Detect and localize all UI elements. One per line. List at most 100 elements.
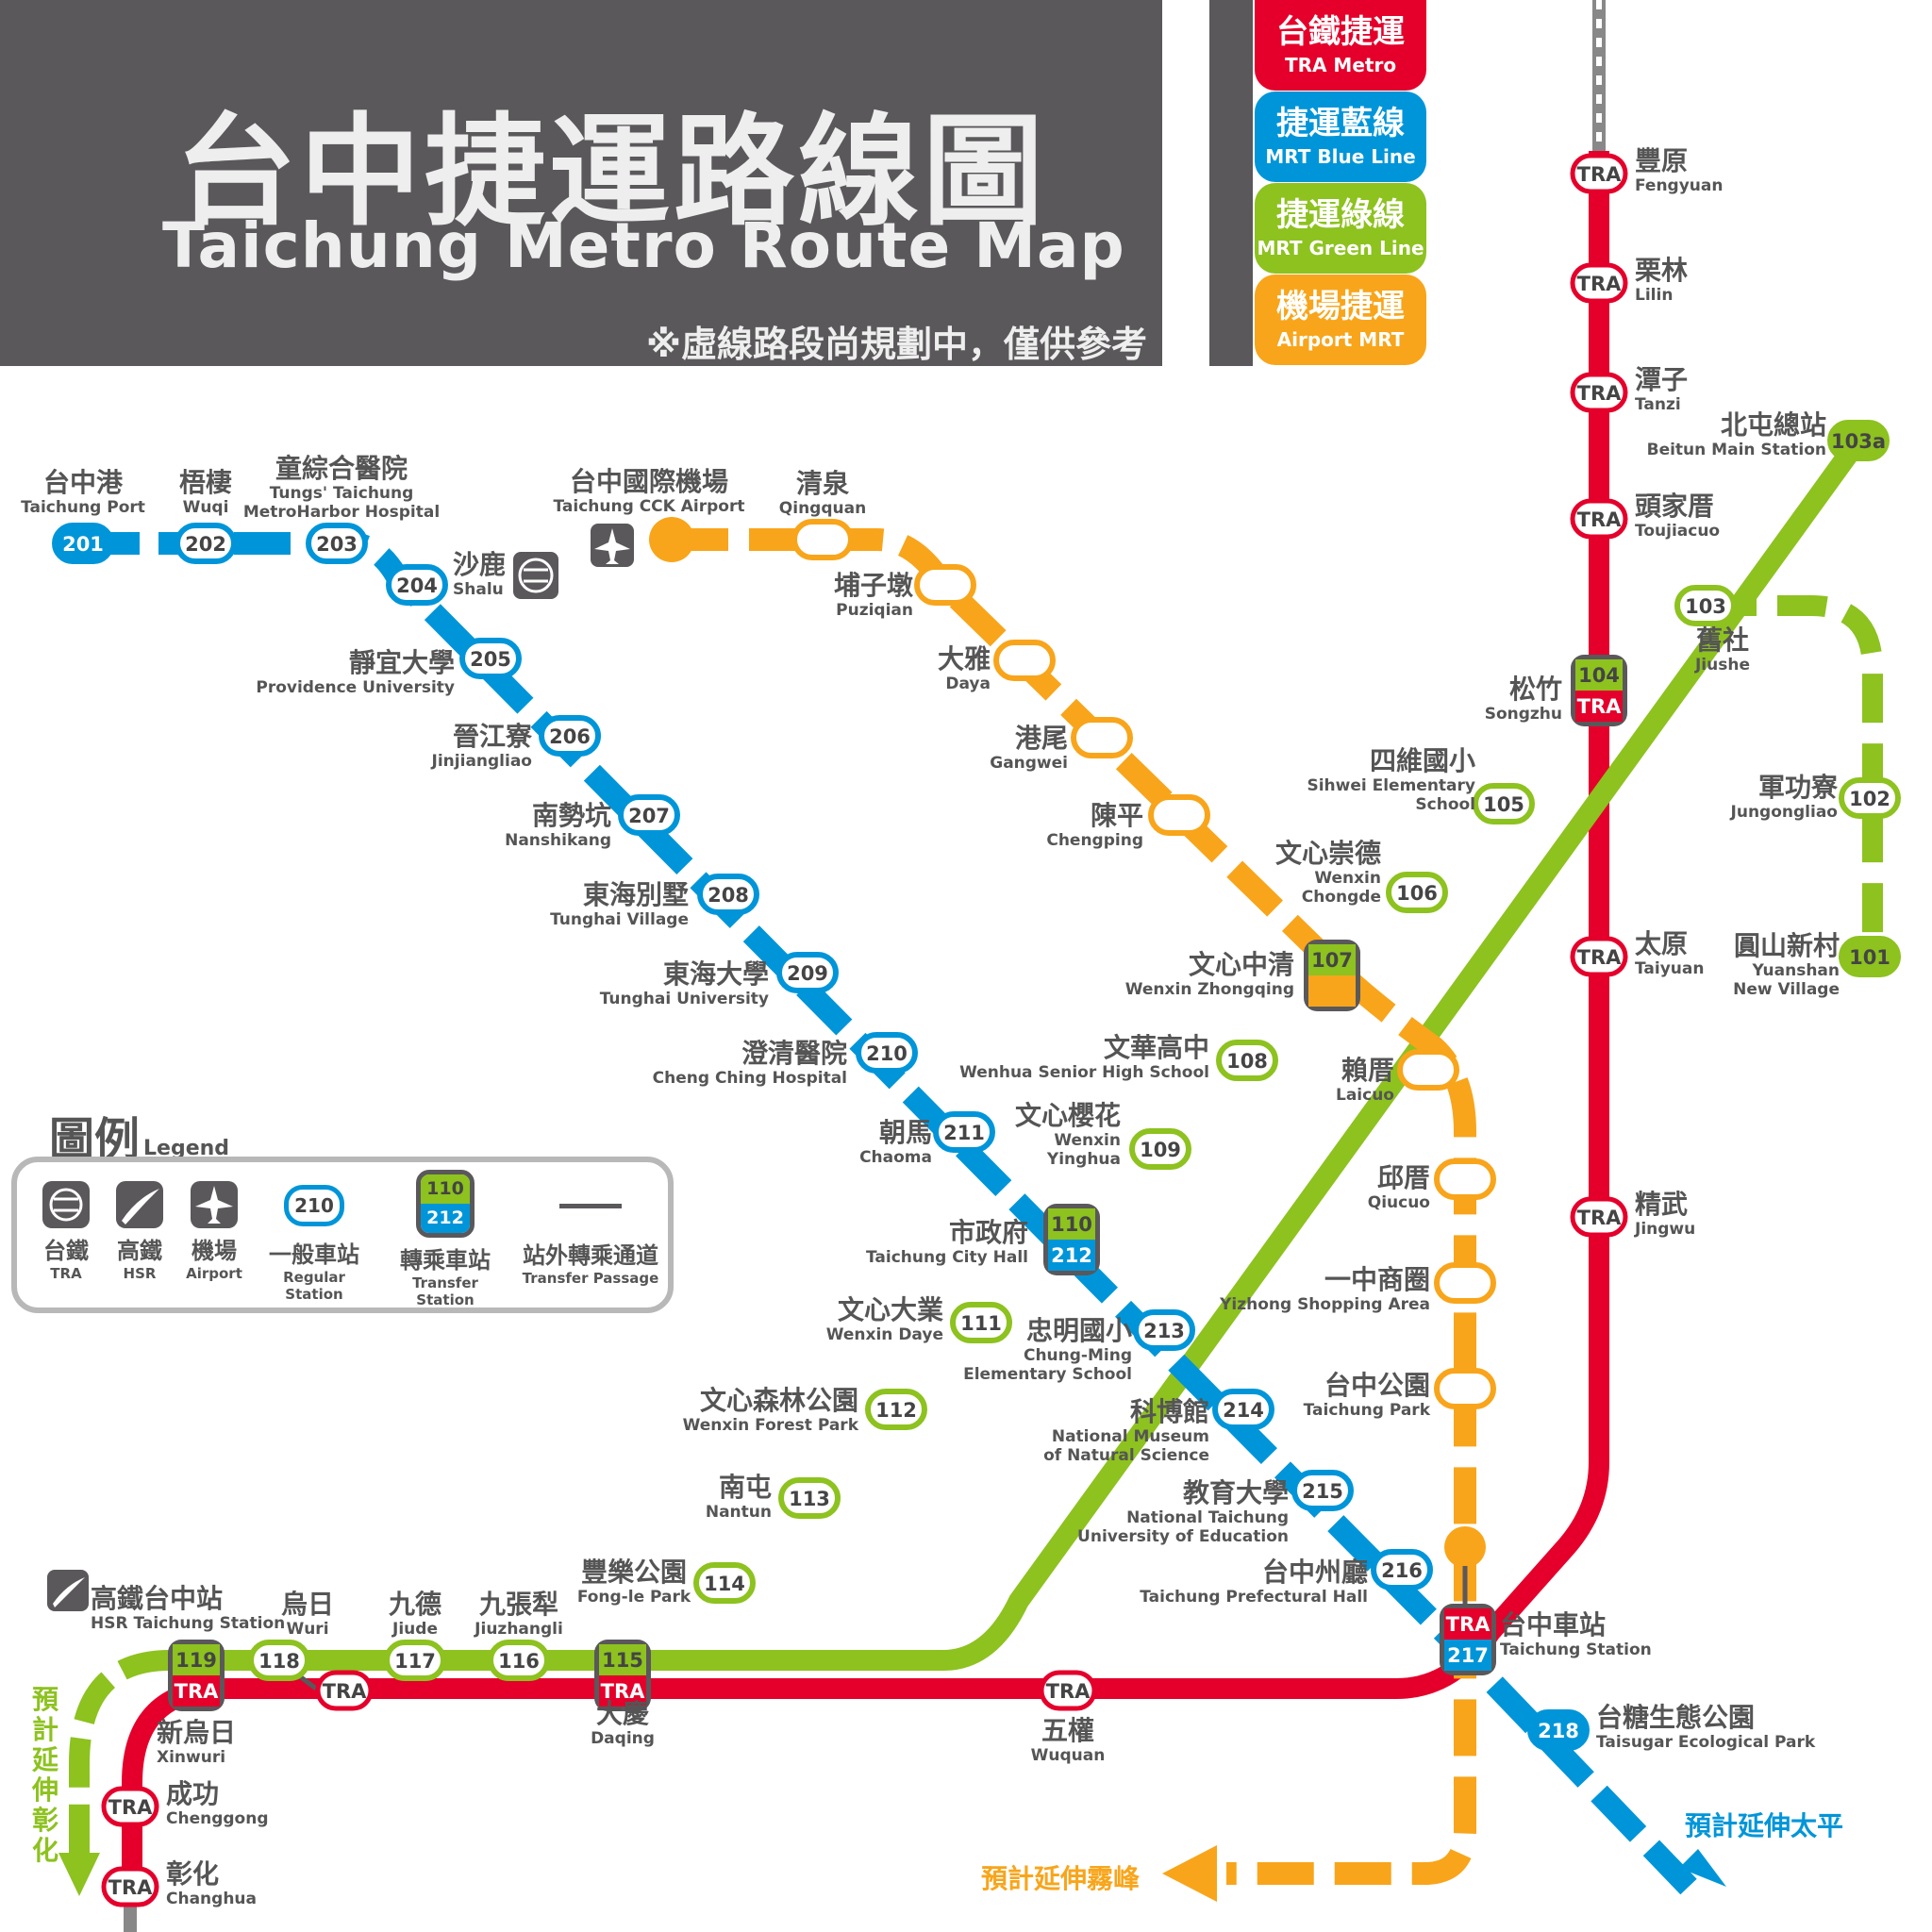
green-station-114[interactable]: 114 — [693, 1562, 756, 1604]
green-station-101[interactable]: 101 — [1839, 936, 1901, 977]
title-chinese: 台中捷運路線圖 — [175, 102, 1048, 242]
station-name-zh: 台中港 — [43, 467, 124, 498]
tra-station-code: TRA — [1577, 946, 1622, 969]
blue-station-201[interactable]: 201 — [52, 523, 114, 564]
station-name-zh: 梧棲 — [179, 467, 232, 498]
green-station-117[interactable]: 117 — [384, 1640, 446, 1681]
blue-station-214[interactable]: 214 — [1212, 1389, 1274, 1430]
tra-station-lilin[interactable]: TRA — [1570, 262, 1628, 304]
green-station-103a[interactable]: 103a — [1827, 420, 1890, 461]
transfer-code-top: 119 — [175, 1649, 217, 1672]
station-name-en: New Village — [1733, 980, 1840, 999]
green-station-111[interactable]: 111 — [950, 1302, 1012, 1343]
station-name-zh: 港尾 — [1015, 723, 1068, 754]
airport-station-qingquan[interactable] — [791, 519, 854, 560]
tra-station-changhua[interactable]: TRA — [101, 1866, 159, 1907]
airport-station-puziqian[interactable] — [914, 564, 976, 606]
airport-station-laicuo[interactable] — [1397, 1049, 1459, 1091]
labels-layer: 豐原Fengyuan栗林Lilin潭子Tanzi頭家厝Toujiacuo太原Ta… — [21, 145, 1840, 1908]
station-name-en: Wuquan — [1031, 1746, 1106, 1765]
station-name-zh: 澄清醫院 — [741, 1038, 847, 1069]
transfer-station-wenxin-zhongqing[interactable]: 107 — [1304, 940, 1360, 1011]
tra-station-wuri[interactable]: TRA — [315, 1670, 374, 1711]
blue-station-213[interactable]: 213 — [1133, 1309, 1195, 1351]
station-name-zh: 教育大學 — [1183, 1477, 1289, 1508]
blue-station-206[interactable]: 206 — [539, 715, 601, 757]
station-name-zh: 北屯總站 — [1721, 409, 1826, 441]
blue-station-209[interactable]: 209 — [776, 952, 839, 993]
station-code: 101 — [1849, 946, 1890, 969]
green-station-108[interactable]: 108 — [1216, 1040, 1278, 1081]
blue-station-215[interactable]: 215 — [1291, 1470, 1354, 1511]
airport-icon — [591, 524, 634, 567]
tra-station-taiyuan[interactable]: TRA — [1570, 936, 1628, 977]
green-station-112[interactable]: 112 — [865, 1389, 927, 1430]
green-station-109[interactable]: 109 — [1129, 1128, 1191, 1170]
station-name-zh: 南勢坑 — [532, 800, 611, 831]
station-name-zh: 文心大業 — [838, 1294, 943, 1325]
station-name-zh: 精武 — [1635, 1189, 1688, 1220]
blue-station-208[interactable]: 208 — [697, 874, 759, 915]
airport-station-qiucuo[interactable] — [1434, 1158, 1496, 1200]
tra-station-chenggong[interactable]: TRA — [101, 1786, 159, 1827]
tra-station-jingwu[interactable]: TRA — [1570, 1196, 1628, 1238]
green-station-105[interactable]: 105 — [1473, 783, 1535, 824]
green-station-102[interactable]: 102 — [1839, 777, 1901, 819]
blue-station-207[interactable]: 207 — [618, 794, 680, 836]
station-name-en: Jiushe — [1694, 656, 1750, 675]
airport-station-yizhong-shopping-area[interactable] — [1434, 1262, 1496, 1304]
blue-station-202[interactable]: 202 — [175, 523, 237, 564]
blue-station-204[interactable]: 204 — [386, 564, 448, 606]
transfer-code-top: 107 — [1311, 949, 1353, 972]
green-station-106[interactable]: 106 — [1386, 872, 1448, 913]
station-name-zh: 陳平 — [1091, 800, 1143, 831]
station-name-en: HSR Taichung Station — [91, 1614, 285, 1633]
blue-station-218[interactable]: 218 — [1527, 1709, 1590, 1751]
green-station-113[interactable]: 113 — [778, 1477, 841, 1519]
tra-station-fengyuan[interactable]: TRA — [1570, 153, 1628, 194]
green-station-118[interactable]: 118 — [248, 1640, 310, 1681]
blue-station-203[interactable]: 203 — [306, 523, 368, 564]
station-code: 117 — [394, 1650, 436, 1673]
blue-station-216[interactable]: 216 — [1371, 1549, 1433, 1591]
legend-box: 台鐵 TRA 高鐵 HSR 機場 Airport 210 一般車站 Regula… — [11, 1157, 674, 1313]
tra-station-code: TRA — [108, 1796, 153, 1819]
transfer-station-icon: 110 212 — [416, 1170, 475, 1238]
line-card-green: 捷運綠線 MRT Green Line — [1255, 183, 1426, 274]
station-name-zh: 舊社 — [1696, 625, 1749, 656]
tra-station-tanzi[interactable]: TRA — [1570, 372, 1628, 413]
blue-station-211[interactable]: 211 — [933, 1111, 995, 1153]
tra-icon — [42, 1181, 90, 1228]
legend-label-en: Airport — [186, 1265, 242, 1282]
legend-label-en: Regular Station — [283, 1269, 345, 1303]
airport-station-daya[interactable] — [993, 640, 1056, 681]
line-card-en: MRT Blue Line — [1265, 145, 1416, 168]
green-station-116[interactable]: 116 — [488, 1640, 550, 1681]
legend-label-en: HSR — [123, 1265, 157, 1282]
blue-station-205[interactable]: 205 — [459, 638, 522, 679]
station-code: 205 — [470, 648, 511, 671]
airport-station-chengping[interactable] — [1148, 794, 1210, 836]
transfer-sample-bottom: 212 — [421, 1204, 470, 1233]
blue-station-210[interactable]: 210 — [856, 1032, 918, 1074]
tra-station-wuquan[interactable]: TRA — [1039, 1670, 1097, 1711]
airport-station-gangwei[interactable] — [1071, 717, 1133, 758]
station-name-zh: 文心櫻花 — [1015, 1100, 1121, 1131]
airport-station-taichung-park[interactable] — [1434, 1368, 1496, 1409]
green-station-103[interactable]: 103 — [1674, 585, 1737, 626]
tra-station-toujiacuo[interactable]: TRA — [1570, 498, 1628, 540]
station-code: 113 — [789, 1488, 830, 1510]
